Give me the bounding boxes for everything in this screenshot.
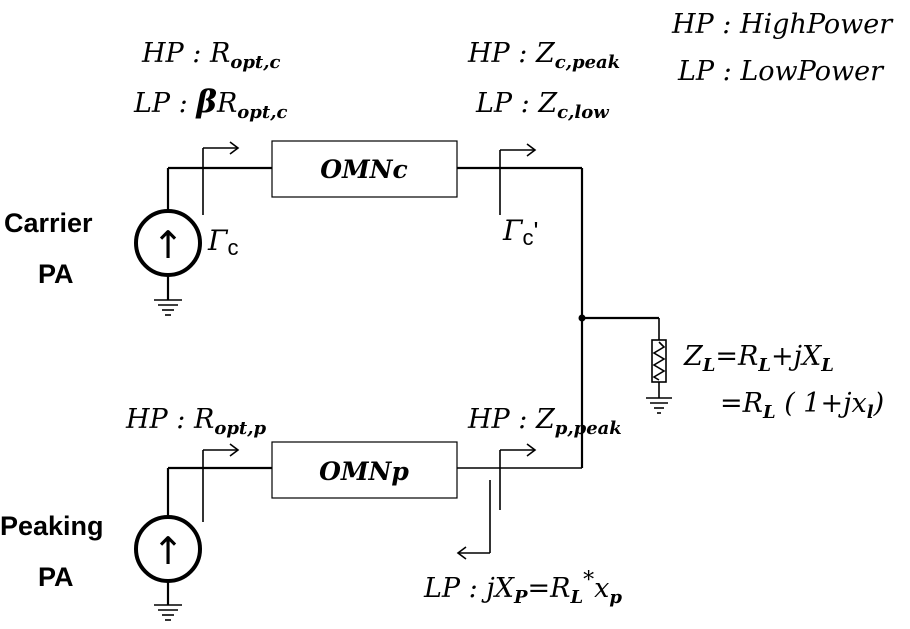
load-resistor-icon [651,318,667,398]
peaking-output-lp-label: LP : jXP=RL*xp [423,568,622,608]
omnp-block [271,441,458,499]
peaking-output-hp-label: HP : Zp,peak [467,404,622,439]
carrier-ground-icon [154,299,182,316]
legend-lp: LP : LowPower [677,56,885,87]
carrier-pa-label-line2: PA [38,259,74,289]
carrier-input-lp-label: LP : βRopt,c [133,84,287,123]
load-normalized-equation: =RL ( 1+jxl) [720,388,884,423]
carrier-input-hp-label: HP : Ropt,c [141,38,281,73]
carrier-gamma-out-label: Γc' [502,214,538,250]
omnc-label: OMNc [320,155,408,184]
carrier-current-source: ↑ [134,209,202,277]
peaking-ground-icon [154,604,182,621]
peaking-pa-label-line2: PA [38,562,74,592]
carrier-output-hp-label: HP : Zc,peak [467,38,620,73]
omnp-label: OMNp [319,457,409,486]
peaking-output-lp-arrow-icon [456,480,491,560]
peaking-source-arrow: ↑ [152,529,184,573]
carrier-pa-label-line1: Carrier [4,208,93,238]
carrier-gamma-in-label: Γc [207,224,238,260]
peaking-input-hp-label: HP : Ropt,p [125,404,267,439]
carrier-source-arrow: ↑ [152,223,184,267]
legend-hp: HP : HighPower [671,9,894,40]
carrier-input-reference-arrow-icon [202,141,240,215]
peaking-output-hp-arrow-icon [499,443,537,510]
carrier-output-lp-label: LP : Zc,low [475,88,610,123]
peaking-pa-label-line1: Peaking [0,511,104,541]
peaking-input-reference-arrow-icon [202,443,240,522]
peaking-current-source: ↑ [134,515,202,583]
carrier-output-reference-arrow-icon [499,143,537,215]
load-impedance-equation: ZL=RL+jXL [683,341,834,376]
load-ground-icon [646,397,672,414]
